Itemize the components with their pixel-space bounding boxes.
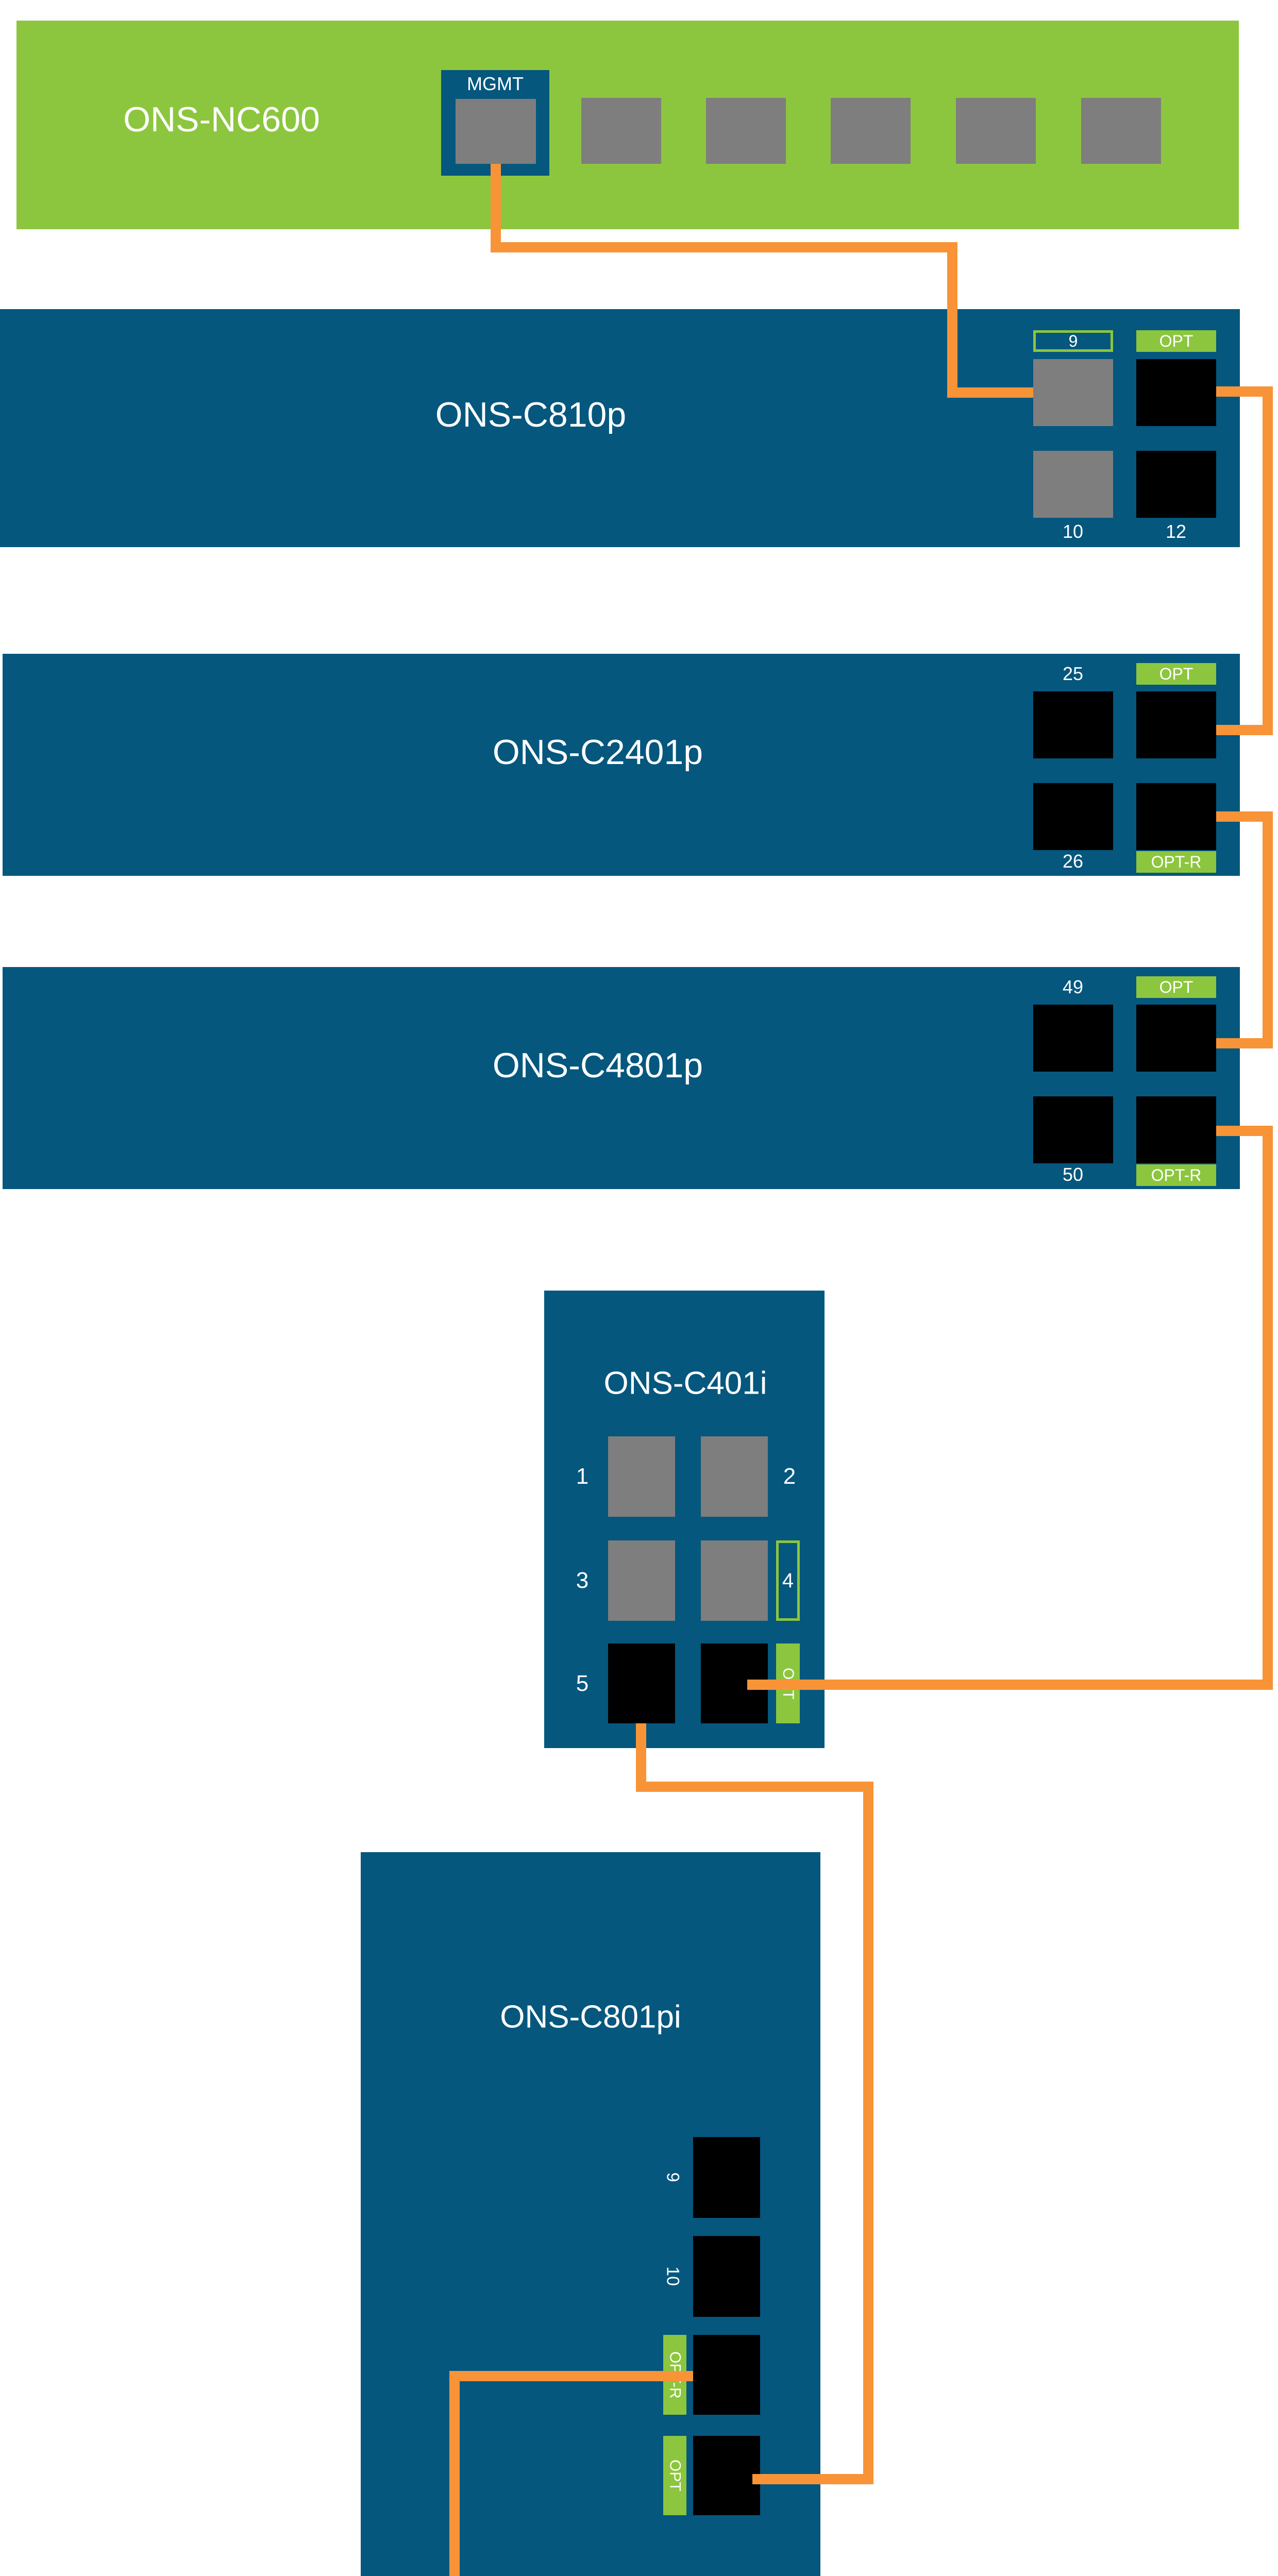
c2401p-port-25 [1033, 691, 1113, 758]
c801pi-chip-opt-label: OPT [666, 2460, 684, 2492]
cable-c810p-to-c2401p-seg1 [1216, 386, 1273, 397]
device-title-ons-c801pi: ONS-C801pi [500, 1999, 681, 2035]
c810p-label-port10: 10 [1062, 521, 1084, 542]
cable-c2401p-to-c4801p-seg3 [1216, 1038, 1273, 1048]
c401i-label-port5: 5 [576, 1671, 589, 1696]
cable-c4801p-to-c401i-seg2 [1263, 1126, 1273, 1690]
c2401p-port-26 [1033, 783, 1113, 850]
c4801p-chip-opt: OPT [1136, 976, 1216, 998]
cable-c401i-to-c801pi-seg1 [636, 1723, 646, 1792]
cable-c2401p-to-c4801p-seg1 [1216, 811, 1273, 822]
c2401p-chip-opt-label: OPT [1159, 664, 1193, 683]
c401i-label-port2: 2 [783, 1464, 796, 1489]
c401i-port-5 [608, 1643, 675, 1723]
c401i-label-port3: 3 [576, 1568, 589, 1593]
c4801p-chip-optr-label: OPT-R [1151, 1165, 1202, 1184]
cable-c810p-to-c2401p-seg2 [1263, 386, 1273, 735]
c2401p-chip-optr: OPT-R [1136, 851, 1216, 873]
nc600-mgmt-port [456, 99, 536, 164]
device-title-ons-c2401p: ONS-C2401p [492, 733, 703, 772]
cable-mgmt-to-c810p-seg3 [947, 242, 957, 398]
c810p-port-10 [1033, 451, 1113, 518]
c801pi-chip-opt: OPT [663, 2436, 686, 2515]
device-title-ons-c401i: ONS-C401i [603, 1365, 767, 1401]
cable-mgmt-to-c810p-seg2 [491, 242, 957, 252]
nc600-port [956, 98, 1036, 164]
c4801p-label-port49: 49 [1062, 976, 1084, 997]
c801pi-port-optr [693, 2335, 760, 2415]
c401i-chip-port4: 4 [776, 1540, 800, 1621]
cable-mgmt-to-c810p-seg1 [491, 164, 501, 252]
c801pi-port-9 [693, 2137, 760, 2218]
c4801p-port-50 [1033, 1096, 1113, 1163]
c801pi-label-port9: 9 [663, 2172, 683, 2182]
c4801p-port-49 [1033, 1005, 1113, 1072]
c401i-port-4 [701, 1540, 768, 1621]
c810p-chip-port9-label: 9 [1068, 331, 1078, 350]
cable-c4801p-to-c401i-seg1 [1216, 1126, 1273, 1136]
cable-mgmt-to-c810p-seg4 [947, 387, 1033, 398]
c2401p-port-optr [1136, 783, 1216, 850]
cable-c801pi-to-c1601pi-seg1 [449, 2371, 693, 2381]
c401i-chip-port4-label: 4 [782, 1569, 794, 1592]
cable-c401i-to-c801pi-seg4 [752, 2474, 873, 2484]
c4801p-port-optr [1136, 1096, 1216, 1163]
cable-c401i-to-c801pi-seg2 [636, 1782, 873, 1792]
c401i-port-2 [701, 1436, 768, 1517]
c2401p-chip-opt: OPT [1136, 663, 1216, 685]
nc600-port [831, 98, 911, 164]
c801pi-port-10 [693, 2236, 760, 2317]
c810p-chip-opt-label: OPT [1159, 331, 1193, 350]
device-title-ons-nc600: ONS-NC600 [123, 100, 320, 139]
cable-c810p-to-c2401p-seg3 [1216, 725, 1273, 735]
c2401p-chip-optr-label: OPT-R [1151, 852, 1202, 871]
cable-c401i-to-c801pi-seg3 [863, 1782, 873, 2484]
c810p-chip-port9: 9 [1033, 330, 1113, 352]
c801pi-label-port10: 10 [663, 2266, 683, 2286]
c810p-label-port12: 12 [1165, 521, 1187, 542]
c4801p-chip-opt-label: OPT [1159, 977, 1193, 996]
c2401p-label-port26: 26 [1062, 851, 1084, 872]
c4801p-port-opt [1136, 1005, 1216, 1072]
c401i-port-1 [608, 1436, 675, 1517]
c4801p-label-port50: 50 [1062, 1164, 1084, 1185]
c810p-port-12 [1136, 451, 1216, 518]
c810p-port-opt [1136, 359, 1216, 426]
c4801p-chip-optr: OPT-R [1136, 1164, 1216, 1186]
c801pi-port-opt [693, 2436, 760, 2515]
c401i-label-port1: 1 [576, 1464, 589, 1489]
c810p-chip-opt: OPT [1136, 330, 1216, 352]
device-title-ons-c4801p: ONS-C4801p [492, 1046, 703, 1085]
c810p-port-9 [1033, 359, 1113, 426]
nc600-port [1081, 98, 1161, 164]
c2401p-port-opt [1136, 691, 1216, 758]
nc600-port [706, 98, 786, 164]
c2401p-label-port25: 25 [1062, 663, 1084, 684]
cable-c801pi-to-c1601pi-seg2 [449, 2371, 460, 2576]
cable-c4801p-to-c401i-seg3 [747, 1680, 1273, 1690]
device-title-ons-c810p: ONS-C810p [435, 395, 627, 434]
mgmt-label: MGMT [467, 73, 524, 94]
nc600-port [581, 98, 661, 164]
c401i-port-3 [608, 1540, 675, 1621]
cable-c2401p-to-c4801p-seg2 [1263, 811, 1273, 1048]
